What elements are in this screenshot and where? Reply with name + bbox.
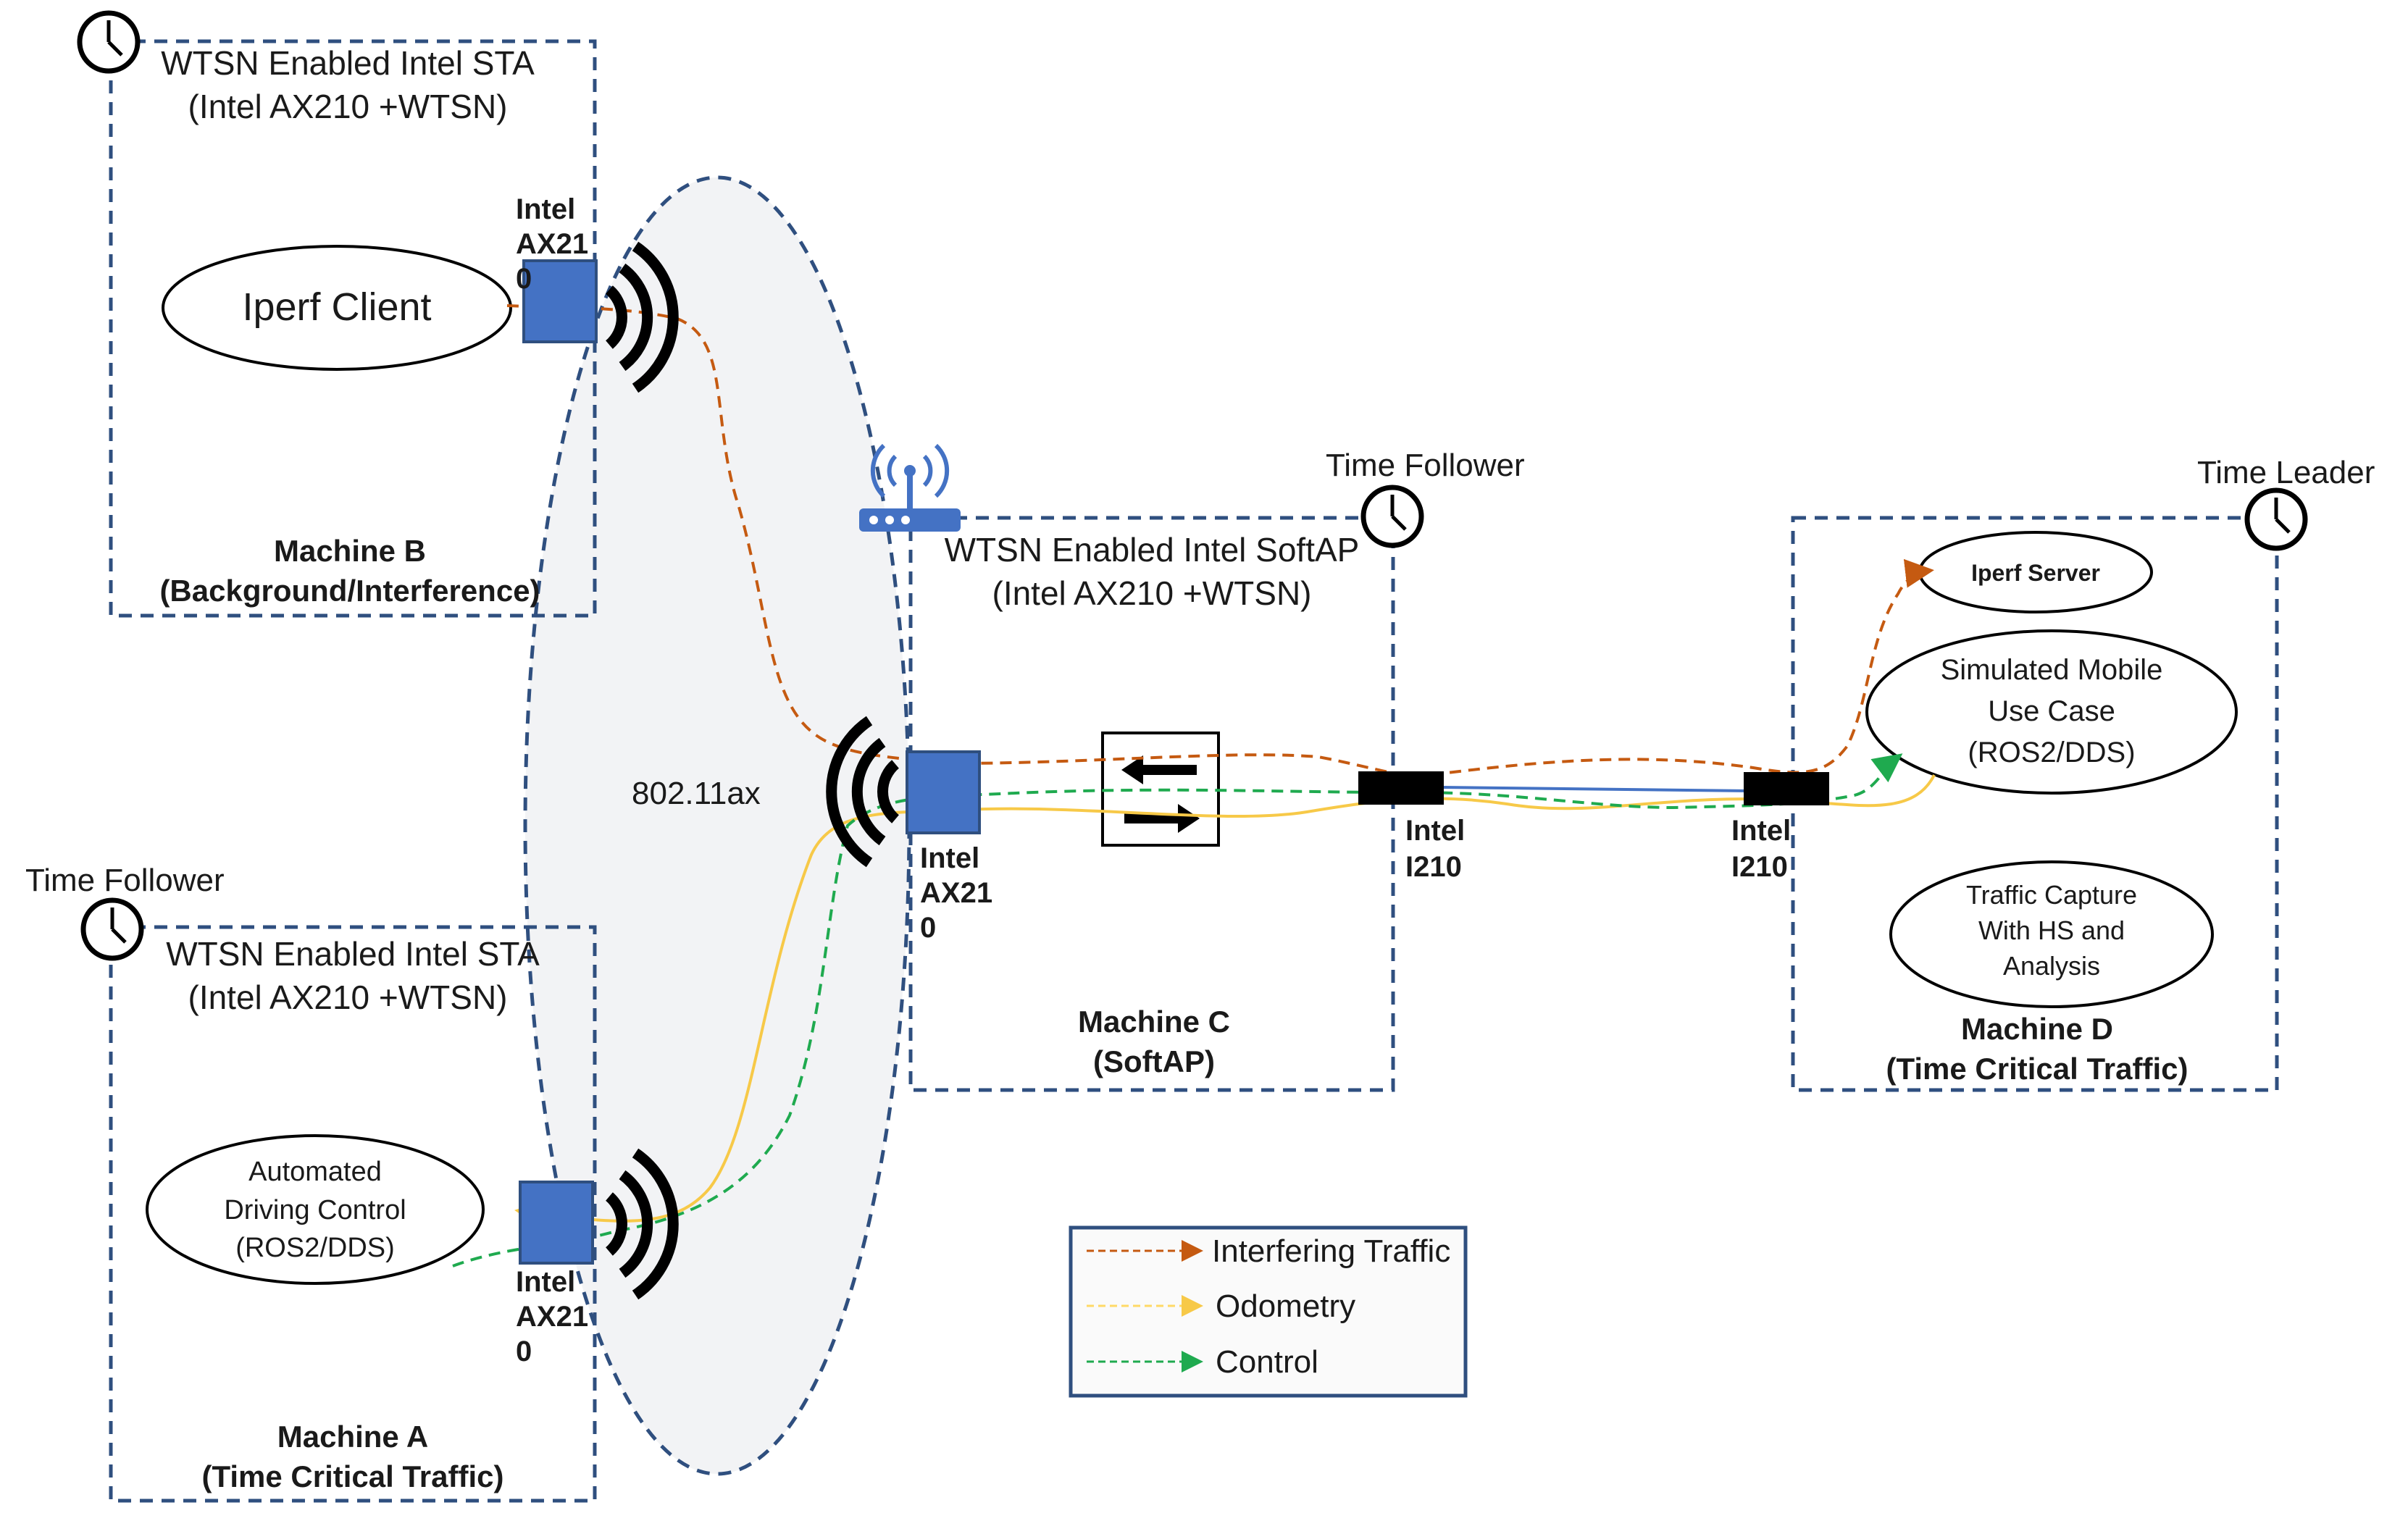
machine-a-time-role: Time Follower	[25, 863, 225, 898]
iperf-client-node	[162, 245, 512, 371]
machine-d-eth-port	[1744, 772, 1829, 805]
machine-a-nic-label-line3: 0	[516, 1336, 532, 1367]
legend-odometry-label: Odometry	[1216, 1288, 1355, 1324]
machine-a-box	[109, 925, 597, 1503]
clock-icon	[2247, 490, 2305, 548]
router-icon	[859, 443, 961, 532]
machine-b-footer-line1: Machine B	[274, 534, 426, 568]
automated-driving-line3: (ROS2/DDS)	[235, 1233, 395, 1263]
machine-b-header-line1: WTSN Enabled Intel STA	[161, 44, 535, 82]
machine-a-header-line2: (Intel AX210 +WTSN)	[188, 978, 508, 1016]
machine-d-eth-label-line1: Intel	[1731, 815, 1791, 847]
clock-icon	[1363, 487, 1421, 545]
simulated-mobile-line1: Simulated Mobile	[1941, 654, 2163, 686]
traffic-capture-line1: Traffic Capture	[1966, 880, 2137, 910]
ethernet-link	[1441, 786, 1750, 792]
legend-interfering-label: Interfering Traffic	[1212, 1233, 1450, 1269]
iperf-client-label: Iperf Client	[242, 285, 431, 329]
machine-b-nic-label-line1: Intel	[516, 193, 575, 225]
clock-icon	[80, 13, 138, 71]
control-flow	[452, 753, 1903, 1267]
machine-c-header-line1: WTSN Enabled Intel SoftAP	[945, 531, 1360, 569]
odometry-flow	[514, 774, 1936, 1229]
machine-c-eth-port	[1358, 771, 1444, 805]
traffic-capture-node	[1889, 860, 2214, 1008]
machine-c-eth-label-line2: I210	[1405, 851, 1462, 883]
machine-d-footer-line1: Machine D	[1961, 1012, 2113, 1046]
machine-d-footer-line2: (Time Critical Traffic)	[1886, 1052, 2188, 1086]
machine-c-footer-line1: Machine C	[1078, 1005, 1230, 1039]
traffic-capture-line2: With HS and	[1978, 915, 2125, 945]
wireless-label: 802.11ax	[632, 776, 761, 811]
machine-c-time-role: Time Follower	[1326, 448, 1525, 483]
machine-a-footer-line2: (Time Critical Traffic)	[201, 1459, 503, 1493]
legend: Interfering Traffic Odometry Control	[1069, 1225, 1468, 1398]
automated-driving-line1: Automated	[248, 1157, 382, 1187]
machine-a-header-line1: WTSN Enabled Intel STA	[166, 935, 540, 973]
automated-driving-line2: Driving Control	[224, 1195, 406, 1225]
machine-c-nic-label-line2: AX21	[920, 877, 992, 909]
machine-b-header-line2: (Intel AX210 +WTSN)	[188, 88, 508, 125]
machine-b-footer-line2: (Background/Interference)	[159, 574, 540, 608]
clock-icon	[83, 900, 141, 958]
machine-c-footer-line2: (SoftAP)	[1093, 1044, 1215, 1078]
simulated-mobile-line3: (ROS2/DDS)	[1968, 737, 2135, 768]
machine-b-nic	[522, 259, 598, 343]
simulated-mobile-line2: Use Case	[1988, 695, 2115, 727]
machine-c-header-line2: (Intel AX210 +WTSN)	[992, 574, 1312, 612]
automated-driving-node	[146, 1134, 485, 1285]
machine-a-nic	[519, 1181, 594, 1265]
interfering-flow	[506, 304, 1934, 778]
machine-c-eth-label-line1: Intel	[1405, 815, 1465, 847]
machine-d-eth-label-line2: I210	[1731, 851, 1788, 883]
iperf-server-label: Iperf Server	[1971, 560, 2100, 586]
legend-control-label: Control	[1216, 1344, 1318, 1380]
simulated-mobile-node	[1865, 629, 2238, 795]
machine-a-footer-line1: Machine A	[277, 1420, 428, 1454]
machine-c-nic-label-line3: 0	[920, 912, 936, 944]
machine-a-nic-label-line2: AX21	[516, 1301, 588, 1333]
machine-d-time-role: Time Leader	[2197, 455, 2375, 490]
wireless-zone	[523, 175, 911, 1476]
machine-b-nic-label-line2: AX21	[516, 228, 588, 260]
machine-c-nic	[906, 750, 981, 834]
machine-b-nic-label-line3: 0	[516, 263, 532, 295]
machine-c-nic-label-line1: Intel	[920, 842, 979, 874]
machine-a-nic-label-line1: Intel	[516, 1266, 575, 1298]
traffic-capture-line3: Analysis	[2003, 951, 2100, 981]
